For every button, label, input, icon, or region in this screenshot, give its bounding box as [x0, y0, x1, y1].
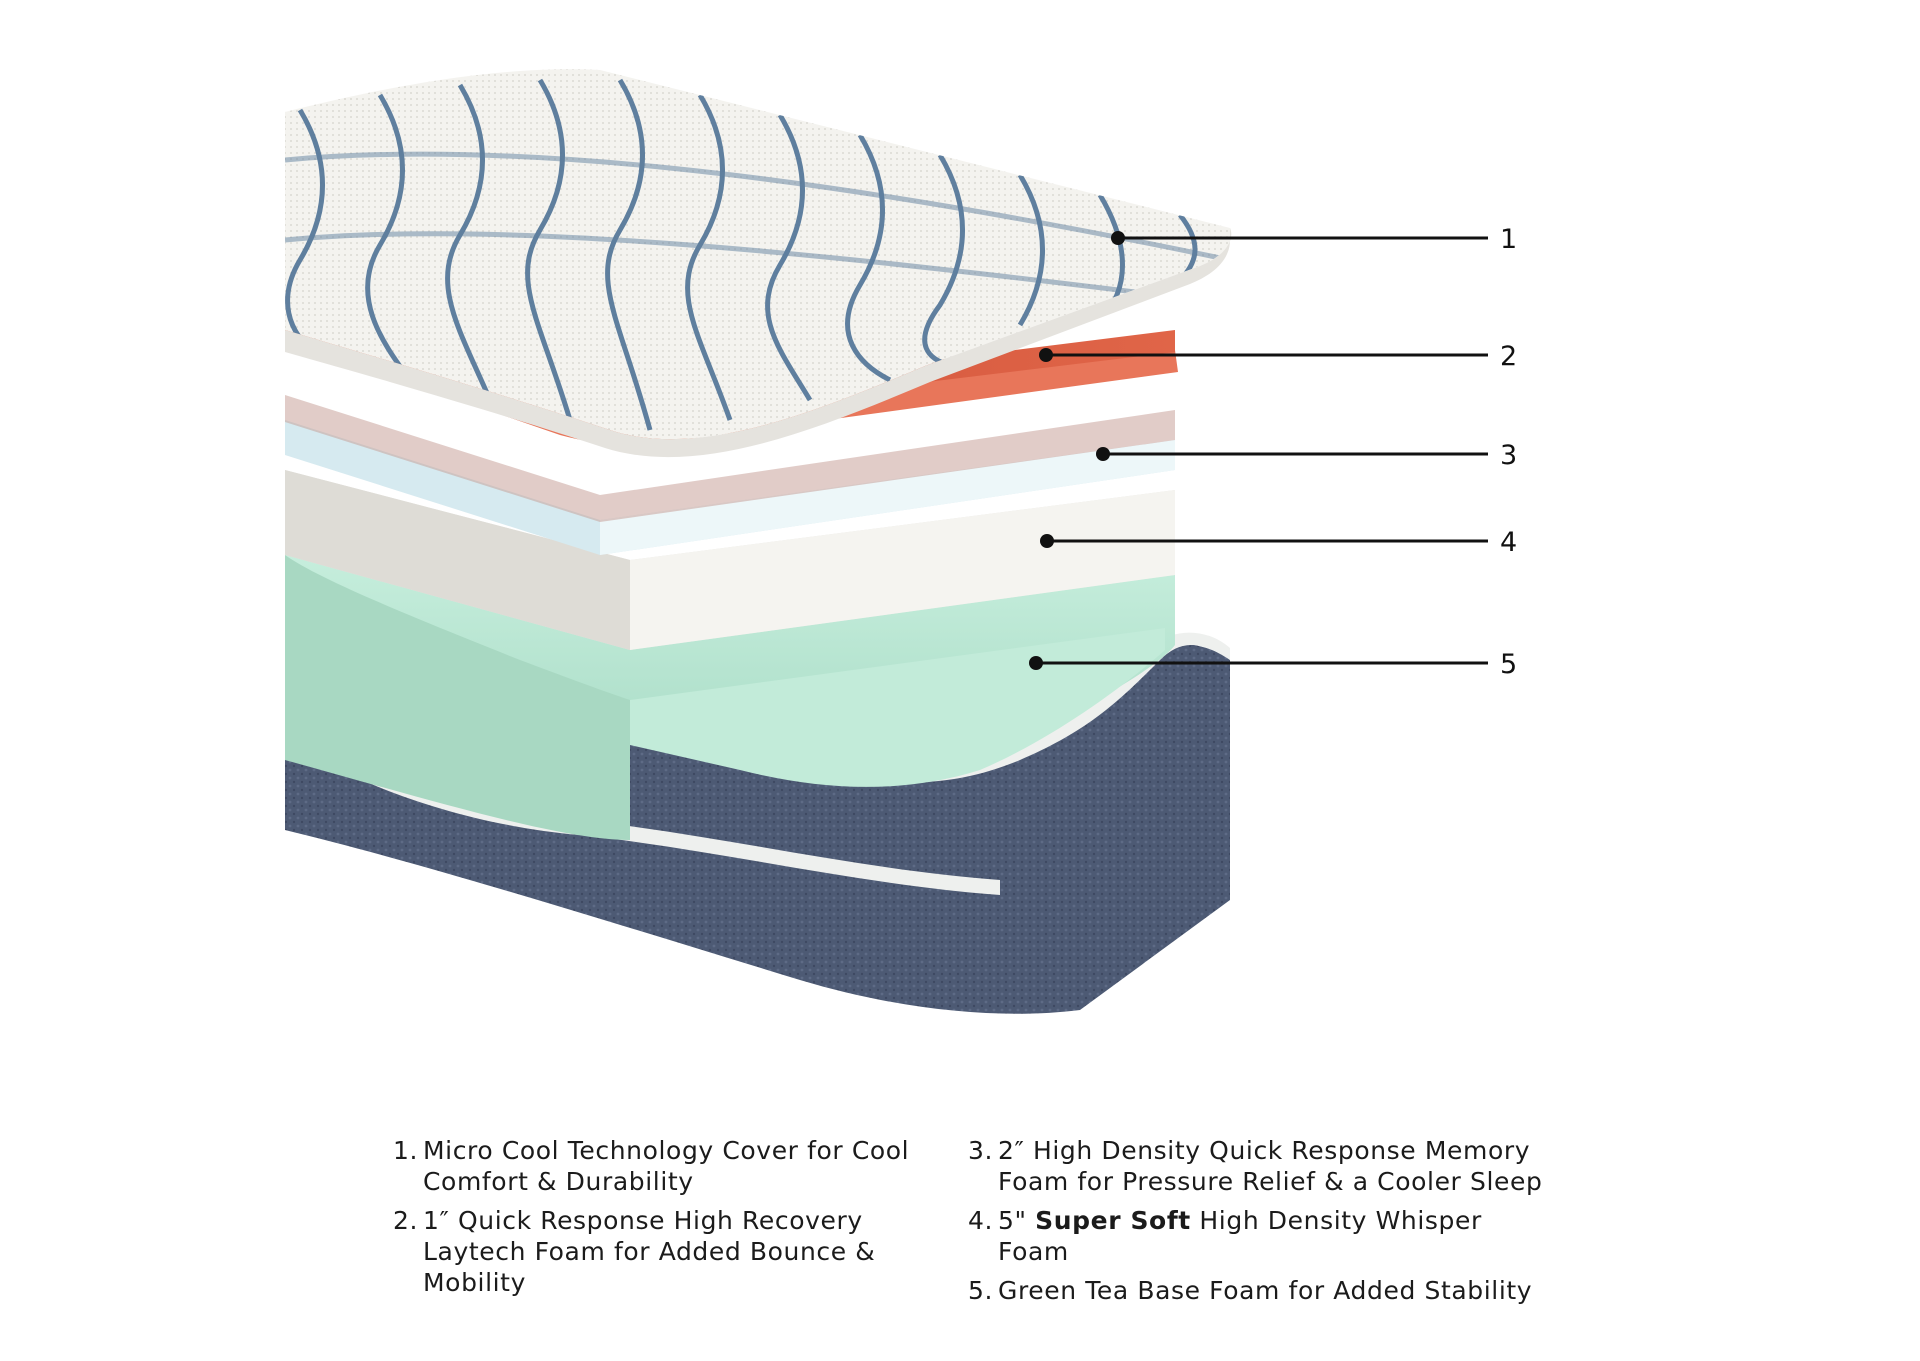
legend-text-after: High Density Whisper Foam [998, 1206, 1482, 1266]
legend-item-2: 2. 1″ Quick Response High Recovery Layte… [393, 1205, 913, 1298]
callout-number: 1 [1500, 224, 1517, 255]
callout-number: 4 [1500, 527, 1517, 558]
callout-number: 3 [1500, 440, 1517, 471]
legend-text-before: 5" [998, 1206, 1036, 1235]
callout-2: 2 [1039, 341, 1517, 372]
callout-3: 3 [1096, 440, 1517, 471]
legend-text: 1″ Quick Response High Recovery Laytech … [423, 1206, 876, 1297]
legend-number: 5. [968, 1276, 994, 1305]
micro-cool-cover-layer [285, 69, 1232, 458]
legend-number: 3. [968, 1136, 994, 1165]
layer-legend-right: 3. 2″ High Density Quick Response Memory… [968, 1135, 1548, 1314]
legend-item-3: 3. 2″ High Density Quick Response Memory… [968, 1135, 1548, 1197]
callout-number: 2 [1500, 341, 1517, 372]
legend-number: 4. [968, 1206, 994, 1235]
legend-number: 1. [393, 1136, 419, 1165]
legend-text-bold: Super Soft [1035, 1206, 1191, 1235]
legend-item-1: 1. Micro Cool Technology Cover for Cool … [393, 1135, 913, 1197]
callout-5: 5 [1029, 649, 1517, 680]
whisper-foam-layer [285, 470, 1175, 650]
legend-number: 2. [393, 1206, 419, 1235]
callout-1: 1 [1111, 224, 1517, 255]
legend-text: 2″ High Density Quick Response Memory Fo… [998, 1136, 1543, 1196]
callout-number: 5 [1500, 649, 1517, 680]
callout-4: 4 [1040, 527, 1517, 558]
memory-foam-layer [285, 395, 1175, 555]
legend-item-5: 5. Green Tea Base Foam for Added Stabili… [968, 1275, 1548, 1306]
legend-item-4: 4. 5" Super Soft High Density Whisper Fo… [968, 1205, 1548, 1267]
legend-text: Green Tea Base Foam for Added Stability [998, 1276, 1533, 1305]
layer-legend-left: 1. Micro Cool Technology Cover for Cool … [393, 1135, 913, 1306]
legend-text: Micro Cool Technology Cover for Cool Com… [423, 1136, 910, 1196]
